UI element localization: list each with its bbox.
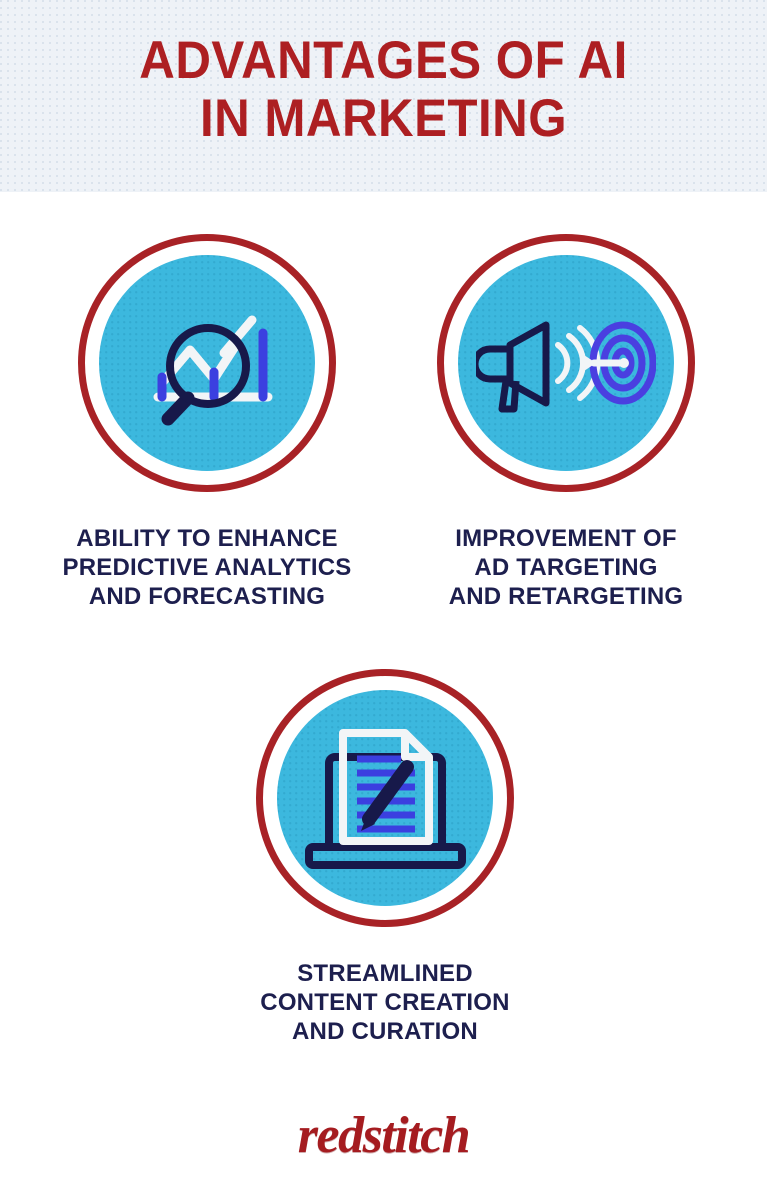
card-icon-ad-targeting bbox=[437, 234, 695, 492]
redstitch-logo: redstitch bbox=[297, 1107, 471, 1164]
card-caption-ad-targeting: IMPROVEMENT OF AD TARGETING AND RETARGET… bbox=[448, 525, 684, 610]
circle-fill-disc bbox=[99, 255, 315, 471]
magnifying-glass-chart-icon bbox=[99, 255, 315, 471]
circle-ring-outline bbox=[256, 669, 514, 927]
card-icon-predictive-analytics bbox=[78, 234, 336, 492]
megaphone-target-icon bbox=[458, 255, 674, 471]
circle-ring-outline bbox=[437, 234, 695, 492]
card-caption-content-creation: STREAMLINED CONTENT CREATION AND CURATIO… bbox=[260, 960, 510, 1045]
circle-ring-outline bbox=[78, 234, 336, 492]
laptop-document-pen-icon bbox=[277, 690, 493, 906]
card-caption-predictive-analytics: ABILITY TO ENHANCE PREDICTIVE ANALYTICS … bbox=[62, 525, 352, 610]
card-icon-content-creation bbox=[256, 669, 514, 927]
header-band bbox=[0, 0, 767, 192]
page-title: ADVANTAGES OF AI IN MARKETING bbox=[139, 31, 628, 148]
